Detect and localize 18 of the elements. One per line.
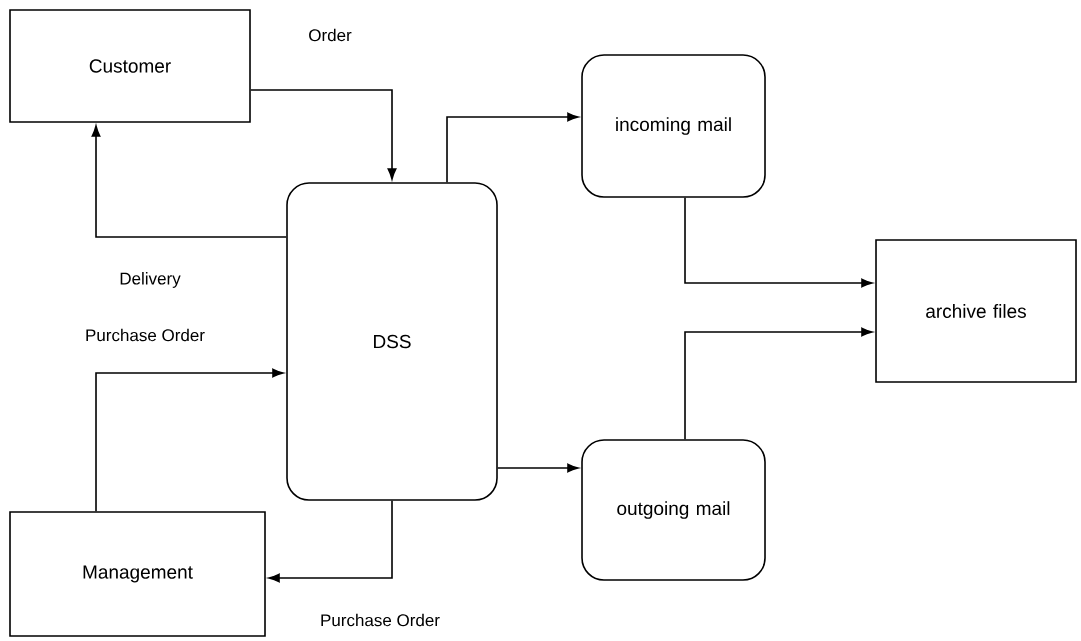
- process-box: outgoing mail: [581, 439, 766, 581]
- arrow: [684, 197, 873, 288]
- arrow: [268, 500, 393, 583]
- arrow: [91, 125, 287, 238]
- edge-label: Purchase Order: [318, 611, 442, 629]
- arrow: [446, 112, 579, 183]
- edge-label: Delivery: [117, 270, 183, 290]
- process-box: incoming mail: [581, 54, 766, 198]
- entity-box: Customer: [9, 9, 251, 123]
- arrow: [95, 368, 284, 512]
- edge-label: Order: [306, 26, 354, 44]
- arrow: [684, 327, 873, 440]
- arrow: [497, 463, 579, 473]
- arrow: [250, 89, 397, 180]
- entity-box: Management: [9, 511, 266, 637]
- entity-box: archive files: [875, 239, 1077, 383]
- edge-label: Purchase Order: [83, 326, 207, 344]
- process-box: DSS: [286, 182, 498, 501]
